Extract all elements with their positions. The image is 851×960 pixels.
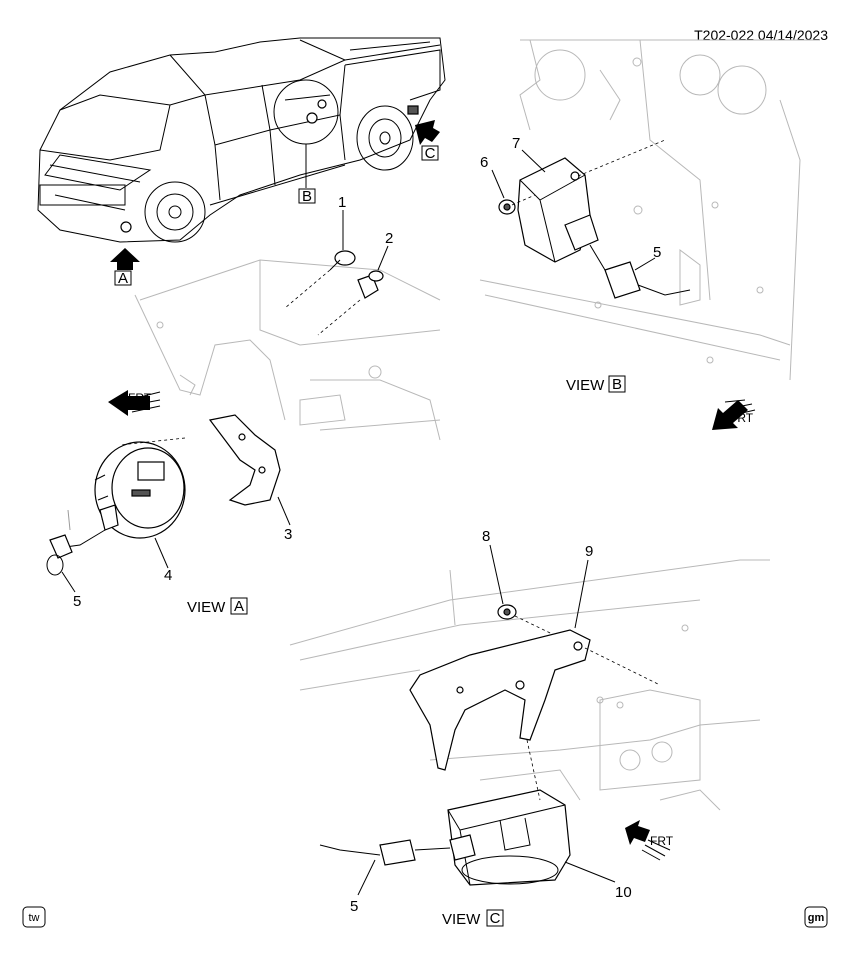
- callout-a-1: 1: [338, 194, 346, 211]
- frt-label-a: FRT: [128, 391, 152, 405]
- gm-logo: gm: [804, 906, 828, 928]
- frt-label-c: FRT: [650, 834, 674, 848]
- view-c-background: [289, 559, 770, 811]
- diagram-reference: T202-022 04/14/2023: [694, 27, 828, 43]
- callout-b-5: 5: [653, 244, 661, 261]
- view-c-marker: C: [415, 120, 440, 162]
- view-b-label: VIEW: [566, 377, 605, 394]
- callout-c-9: 9: [585, 543, 593, 560]
- frt-arrow-b: FRT: [712, 399, 756, 430]
- view-a-caption: VIEW A: [187, 597, 248, 616]
- module-7: 7: [511, 135, 666, 263]
- view-a-background: [134, 259, 441, 441]
- bracket-3: 3: [208, 414, 292, 543]
- fastener-1: 1: [284, 194, 356, 309]
- bracket-9: 9: [409, 543, 661, 771]
- tw-badge: tw: [22, 906, 46, 928]
- callout-c-10: 10: [615, 884, 632, 901]
- fastener-2: 2: [317, 230, 393, 336]
- sensor-10: 10: [447, 739, 632, 901]
- frt-arrow-c: FRT: [625, 820, 674, 861]
- view-c-label: VIEW: [442, 911, 481, 928]
- view-a-marker-letter: A: [118, 270, 128, 287]
- callout-a-5: 5: [73, 593, 81, 610]
- callout-a-2: 2: [385, 230, 393, 247]
- view-c-letter: C: [490, 910, 501, 927]
- view-a-label: VIEW: [187, 599, 226, 616]
- frt-arrow-a: FRT: [108, 390, 161, 416]
- view-c-arrow-icon: [415, 120, 440, 145]
- frt-arrow-b-icon: [712, 400, 748, 430]
- nut-6: 6: [480, 154, 516, 215]
- callout-a-3: 3: [284, 526, 292, 543]
- gm-logo-text: gm: [808, 912, 825, 924]
- view-b-background: [479, 39, 820, 381]
- callout-b-7: 7: [512, 135, 520, 152]
- sensor-4: 4: [94, 437, 186, 584]
- frt-arrow-a-icon: [108, 390, 150, 416]
- nut-8: 8: [482, 528, 576, 646]
- connector-5-b: 5: [589, 244, 691, 299]
- view-a-arrow-icon: [110, 248, 140, 270]
- view-b-marker-letter: B: [302, 188, 312, 205]
- frt-arrow-c-icon: [625, 820, 650, 845]
- view-b-letter: B: [612, 376, 622, 393]
- view-c-caption: VIEW C: [442, 909, 504, 928]
- view-b-marker: B: [298, 188, 316, 205]
- view-c-marker-letter: C: [425, 145, 436, 162]
- frt-label-b: FRT: [730, 411, 754, 425]
- vehicle-illustration: [37, 37, 446, 243]
- view-a-marker: A: [110, 248, 140, 287]
- connector-5-c: 5: [319, 834, 476, 915]
- callout-b-6: 6: [480, 154, 488, 171]
- callout-c-5: 5: [350, 898, 358, 915]
- tw-badge-text: tw: [29, 912, 40, 924]
- callout-a-4: 4: [164, 567, 172, 584]
- view-b-caption: VIEW B: [566, 375, 626, 394]
- view-a-letter: A: [234, 598, 244, 615]
- callout-c-8: 8: [482, 528, 490, 545]
- connector-5-a: 5: [46, 504, 119, 610]
